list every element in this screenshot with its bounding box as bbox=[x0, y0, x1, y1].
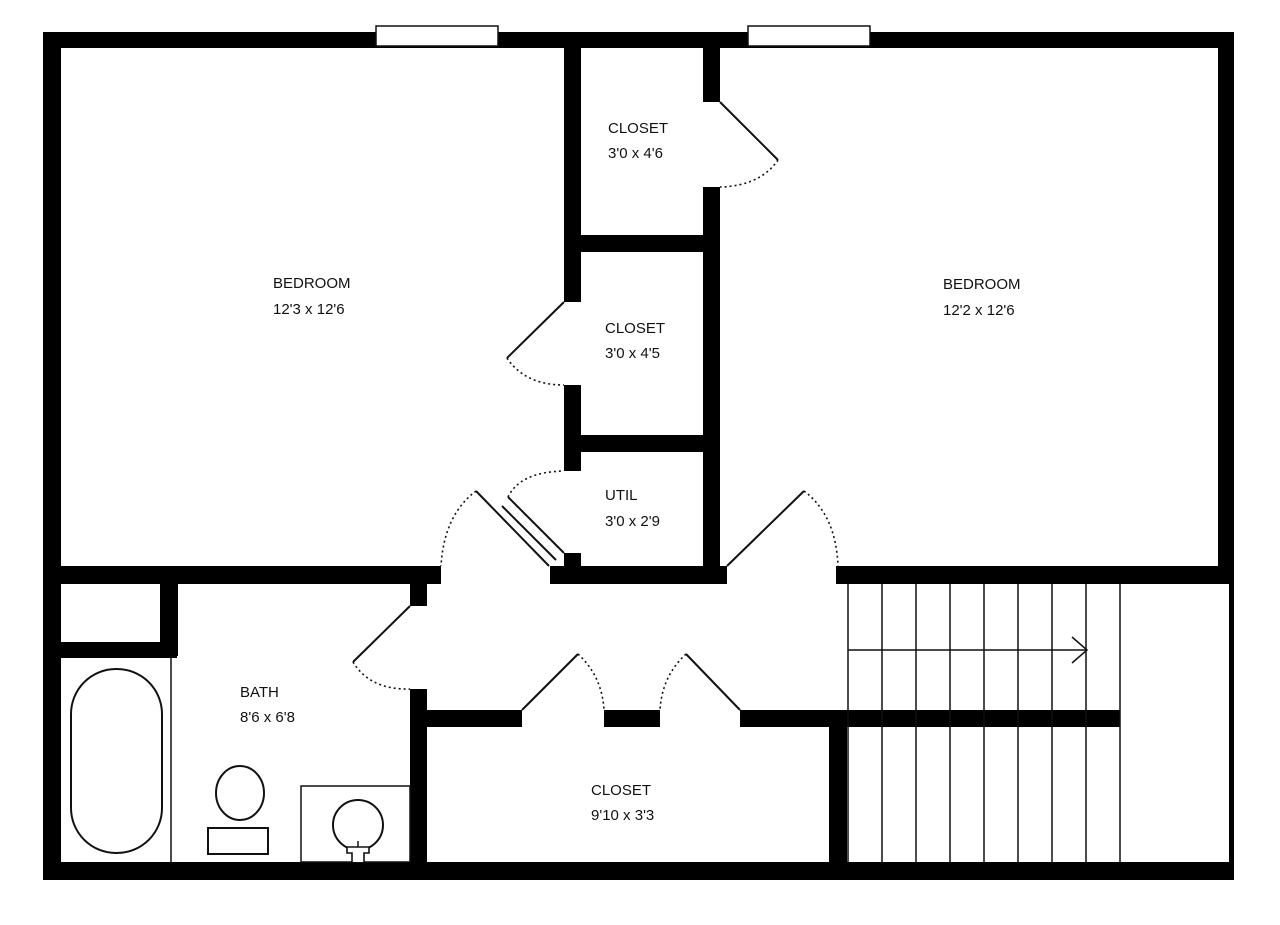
door-closet-top-swing bbox=[719, 159, 779, 188]
door-bedroom-right-leaf bbox=[726, 490, 805, 567]
bathtub-icon bbox=[70, 668, 163, 854]
room-size-closet-mid: 3'0 x 4'5 bbox=[605, 345, 660, 362]
wall-hall-closet-north-1 bbox=[410, 710, 522, 727]
wall-bedroom-left-east-upper bbox=[564, 40, 581, 302]
stair-arrow-icon bbox=[1071, 636, 1089, 664]
wall-bedroom-left-south bbox=[43, 566, 441, 584]
exterior-wall-bottom bbox=[43, 862, 1233, 880]
wall-hall-closet-east bbox=[829, 710, 847, 880]
room-size-closet-hall: 9'10 x 3'3 bbox=[591, 807, 654, 824]
toilet-tank-icon bbox=[207, 827, 269, 855]
room-name-closet-hall: CLOSET bbox=[591, 782, 651, 799]
room-size-bath: 8'6 x 6'8 bbox=[240, 709, 295, 726]
door-hall-closet-right-swing bbox=[659, 653, 687, 711]
door-bedroom-right-swing bbox=[803, 490, 839, 567]
exterior-wall-right-lower bbox=[1229, 582, 1234, 880]
door-hall-closet-left-swing bbox=[577, 653, 605, 711]
room-name-bedroom-left: BEDROOM bbox=[273, 275, 351, 292]
room-name-closet-mid: CLOSET bbox=[605, 320, 665, 337]
door-closet-mid-swing bbox=[506, 357, 565, 386]
wall-linen-east bbox=[160, 582, 178, 656]
wall-bedroom-right-south bbox=[836, 566, 1234, 584]
door-util-leaf-edge bbox=[501, 505, 557, 561]
room-labels: BEDROOM 12'3 x 12'6 CLOSET 3'0 x 4'6 CLO… bbox=[240, 120, 1021, 824]
door-hall-closet-right-leaf bbox=[685, 653, 741, 711]
wall-closet-top-east-upper bbox=[703, 40, 720, 102]
door-bath-swing bbox=[352, 661, 411, 690]
bath-fixtures bbox=[70, 658, 411, 863]
wall-closet-divider-2 bbox=[564, 435, 720, 452]
door-bath-leaf bbox=[352, 605, 411, 663]
window-left bbox=[375, 25, 499, 47]
door-closet-top-leaf bbox=[719, 101, 779, 161]
toilet-bowl-icon bbox=[215, 765, 265, 821]
door-util-swing bbox=[507, 470, 565, 498]
walls bbox=[43, 32, 1234, 880]
windows bbox=[375, 25, 871, 47]
room-size-util: 3'0 x 2'9 bbox=[605, 513, 660, 530]
room-name-util: UTIL bbox=[605, 487, 638, 504]
room-name-closet-top: CLOSET bbox=[608, 120, 668, 137]
wall-bath-east-upper bbox=[410, 582, 427, 606]
door-bedroom-left-leaf bbox=[475, 490, 550, 567]
door-bedroom-left-swing bbox=[440, 490, 477, 567]
wall-hall-closet-north-3 bbox=[740, 710, 1120, 727]
door-hall-closet-left-leaf bbox=[521, 653, 579, 711]
wall-bath-east-lower bbox=[410, 689, 427, 880]
exterior-wall-left bbox=[43, 32, 61, 880]
wall-closet-divider-1 bbox=[564, 235, 720, 252]
wall-bedroom-left-east-mid bbox=[564, 385, 581, 471]
stair-treads bbox=[847, 584, 1121, 862]
exterior-wall-top bbox=[43, 32, 1234, 48]
room-size-bedroom-right: 12'2 x 12'6 bbox=[943, 302, 1015, 319]
door-closet-mid-leaf bbox=[506, 301, 565, 359]
room-name-bedroom-right: BEDROOM bbox=[943, 276, 1021, 293]
room-size-bedroom-left: 12'3 x 12'6 bbox=[273, 301, 345, 318]
staircase bbox=[847, 584, 1121, 862]
room-size-closet-top: 3'0 x 4'6 bbox=[608, 145, 663, 162]
window-right bbox=[747, 25, 871, 47]
wall-util-south bbox=[550, 566, 727, 584]
room-name-bath: BATH bbox=[240, 684, 279, 701]
doors bbox=[352, 101, 839, 711]
wall-closet-east-lower bbox=[703, 187, 720, 583]
wall-hall-closet-north-2 bbox=[604, 710, 660, 727]
door-util-leaf bbox=[507, 496, 565, 554]
wall-linen-south bbox=[43, 642, 177, 658]
exterior-wall-right bbox=[1218, 32, 1234, 582]
